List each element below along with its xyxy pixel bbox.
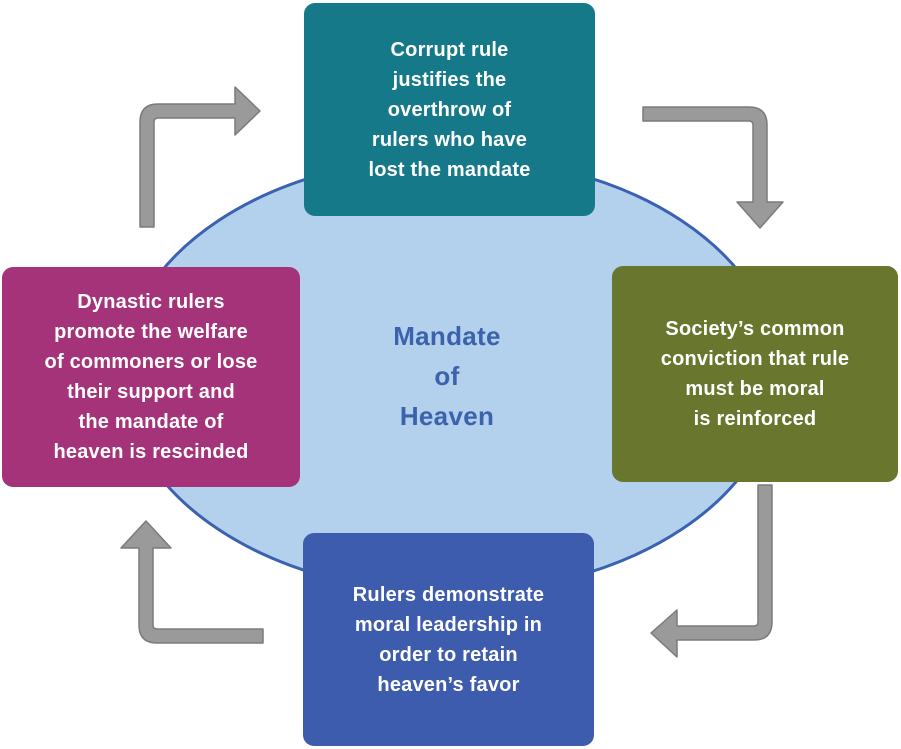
node-rulers-demonstrate: Rulers demonstrate moral leadership in o… — [303, 533, 594, 746]
node-societys-conviction-label: Society’s common conviction that rule mu… — [660, 318, 850, 430]
node-dynastic-rulers-label: Dynastic rulers promote the welfare of c… — [44, 291, 258, 463]
node-corrupt-rule: Corrupt rule justifies the overthrow of … — [304, 3, 595, 216]
node-societys-conviction: Society’s common conviction that rule mu… — [612, 266, 898, 482]
diagram-title: Mandate of Heaven — [393, 321, 501, 431]
arrow-top-to-right-icon — [642, 106, 784, 229]
arrow-bottom-to-left-icon — [120, 520, 264, 644]
node-rulers-demonstrate-label: Rulers demonstrate moral leadership in o… — [352, 583, 545, 696]
node-dynastic-rulers: Dynastic rulers promote the welfare of c… — [2, 267, 300, 487]
arrow-right-to-bottom-icon — [650, 484, 773, 658]
arrow-left-to-top-icon — [139, 86, 261, 228]
node-corrupt-rule-label: Corrupt rule justifies the overthrow of … — [368, 38, 531, 181]
